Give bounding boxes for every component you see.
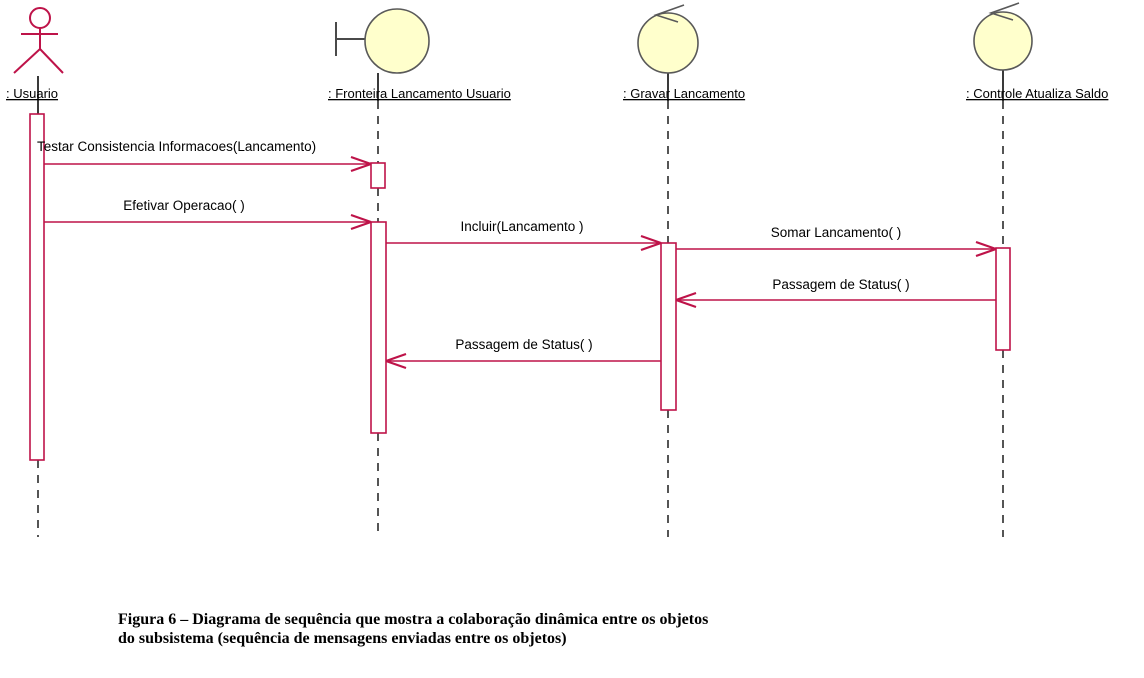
message-label: Incluir(Lancamento ) [460, 219, 583, 234]
arrowhead-right-icon [350, 155, 372, 173]
arrowhead-right-icon [975, 240, 997, 258]
lifeline-label-controle: : Controle Atualiza Saldo [966, 86, 1108, 101]
activation-controle [995, 247, 1011, 351]
control-icon-gravar [637, 4, 699, 74]
lifeline-label-usuario: : Usuario [6, 86, 58, 101]
activation-usuario [29, 113, 45, 461]
lifeline-label-fronteira: : Fronteira Lancamento Usuario [328, 86, 511, 101]
message-label: Passagem de Status( ) [772, 277, 909, 292]
actor-icon [13, 7, 64, 74]
message-somar-lancamento: Somar Lancamento( ) [676, 225, 997, 258]
control-icon-controle [973, 2, 1033, 71]
activation-fronteira-test [370, 162, 386, 189]
lifeline-label-gravar: : Gravar Lancamento [623, 86, 745, 101]
boundary-icon [335, 8, 430, 74]
activation-gravar [660, 242, 677, 411]
caption-line-1: Figura 6 – Diagrama de sequência que mos… [118, 611, 708, 628]
message-incluir: Incluir(Lancamento ) [386, 219, 662, 252]
message-testar-consistencia: Testar Consistencia Informacoes(Lancamen… [37, 139, 372, 173]
arrowhead-right-icon [640, 234, 662, 252]
message-label: Efetivar Operacao( ) [123, 198, 245, 213]
arrowhead-left-icon [675, 291, 697, 309]
arrowhead-right-icon [350, 213, 372, 231]
message-passagem-status-gravar: Passagem de Status( ) [385, 337, 661, 370]
arrowhead-left-icon [385, 352, 407, 370]
message-label: Passagem de Status( ) [455, 337, 592, 352]
caption-line-2: do subsistema (sequência de mensagens en… [118, 630, 567, 647]
message-label: Testar Consistencia Informacoes(Lancamen… [37, 139, 316, 154]
message-passagem-status-controle: Passagem de Status( ) [675, 277, 996, 309]
message-efetivar-operacao: Efetivar Operacao( ) [44, 198, 372, 231]
figure-caption: Figura 6 – Diagrama de sequência que mos… [118, 611, 708, 647]
activation-fronteira-main [370, 221, 387, 434]
message-label: Somar Lancamento( ) [771, 225, 902, 240]
